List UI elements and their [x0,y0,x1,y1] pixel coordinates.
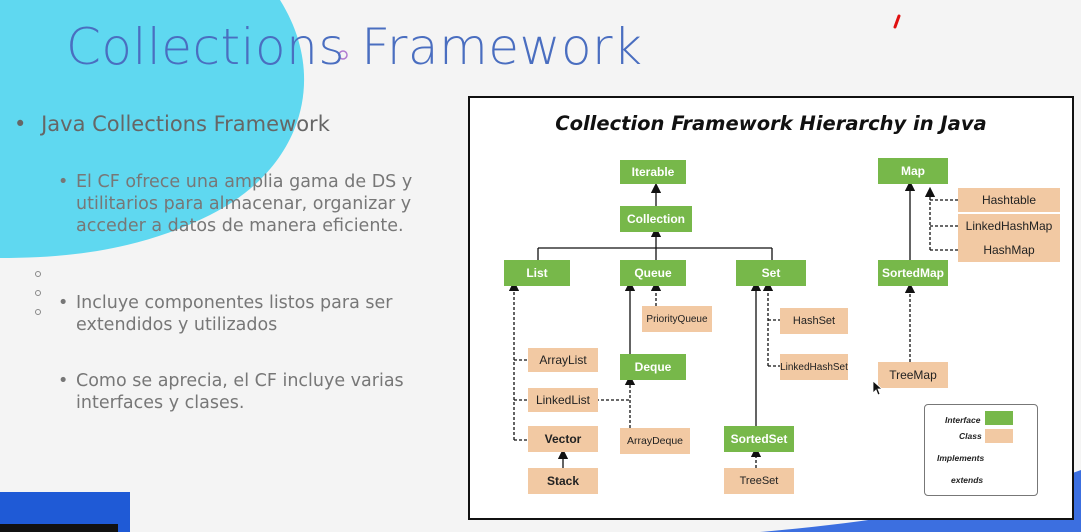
legend-class-label: Class [959,431,982,441]
node-hashmap: HashMap [958,238,1060,262]
cyan-corner-shape [0,0,305,258]
node-arraylist: ArrayList [528,348,598,372]
node-priorityqueue: PriorityQueue [642,306,712,332]
mouse-pointer-icon [872,380,884,396]
sub-bullet-text: Como se aprecia, el CF incluye varias in… [76,371,404,413]
legend-interface-label: Interface [945,415,981,425]
node-arraydeque: ArrayDeque [620,428,690,454]
node-stack: Stack [528,468,598,494]
node-map: Map [878,158,948,184]
node-vector: Vector [528,426,598,452]
sub-bullet-text: Incluye componentes listos para ser exte… [76,293,393,335]
node-linkedlist: LinkedList [528,388,598,412]
node-iterable: Iterable [620,160,686,184]
diagram-legend: Interface Class Implements extends [924,404,1038,496]
main-bullet-text: Java Collections Framework [41,112,330,136]
bottom-left-dark-strip [0,524,118,532]
bullet-glyph: • [58,371,69,391]
node-queue: Queue [620,260,686,286]
main-bullet: • Java Collections Framework [14,112,330,136]
legend-class-swatch [985,429,1013,443]
sub-bullet-text: El CF ofrece una amplia gama de DS y uti… [76,172,413,236]
node-hashtable: Hashtable [958,188,1060,212]
node-set: Set [736,260,806,286]
node-treemap: TreeMap [878,362,948,388]
legend-interface-swatch [985,411,1013,425]
small-circle-ornament [35,290,41,296]
diagram-title: Collection Framework Hierarchy in Java [555,112,987,135]
small-circle-ornament [35,309,41,315]
node-deque: Deque [620,354,686,380]
legend-extends-label: extends [951,475,984,485]
node-treeset: TreeSet [724,468,794,494]
red-cursor-mark [893,14,901,29]
bullet-glyph: • [14,112,27,136]
diagram-connectors [508,180,1006,488]
node-collection: Collection [620,206,692,232]
node-sortedmap: SortedMap [878,260,948,286]
node-sortedset: SortedSet [724,426,794,452]
hierarchy-diagram: Collection Framework Hierarchy in Java [468,96,1074,520]
node-list: List [504,260,570,286]
title-dot-ornament [338,50,348,60]
slide-title: Collections Framework [66,18,643,76]
bullet-glyph: • [58,293,69,313]
legend-implements-label: Implements [937,453,985,463]
bullet-glyph: • [58,172,69,192]
node-linkedhashset: LinkedHashSet [780,354,848,380]
small-circle-ornament [35,271,41,277]
node-linkedhashmap: LinkedHashMap [958,214,1060,238]
node-hashset: HashSet [780,308,848,334]
